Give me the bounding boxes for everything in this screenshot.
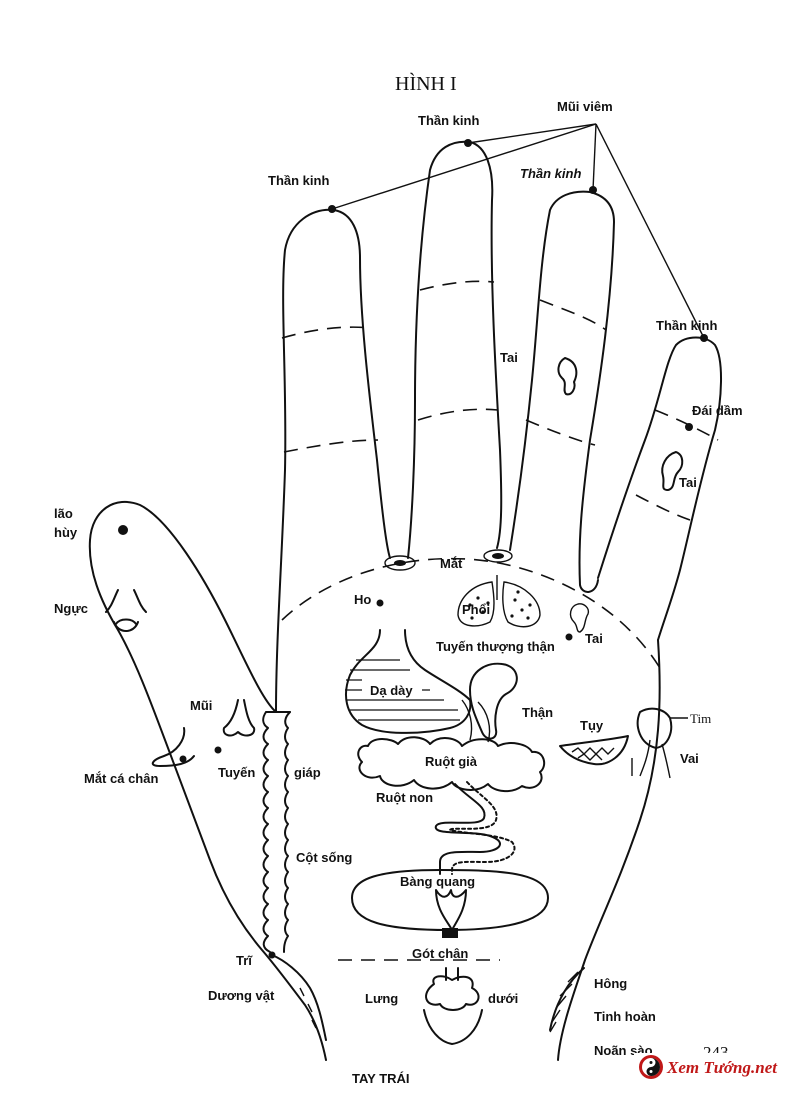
pelvis-icon [423,967,483,1045]
dot-lao-thuy [118,525,128,535]
watermark: Xem Tướng.net [634,1053,790,1081]
dot-than-kinh-index [328,205,336,213]
diagram-labels: HÌNH I Mũi viêm Thần kinh Thần kinh Thần… [54,72,743,1086]
dot-than-kinh-ring [589,186,597,194]
dot-mat-ca-chan [179,755,187,763]
watermark-text: Xem Tướng.net [666,1058,778,1077]
label-tim: Tim [690,711,711,726]
dot-dai-dam [685,423,693,431]
index-finger-outline [275,208,391,713]
label-dai-dam: Đái dầm [692,403,743,418]
figure-caption: TAY TRÁI [352,1071,410,1086]
middle-finger-outline [407,140,503,559]
chest-icon [105,589,147,632]
label-ho: Ho [354,592,371,607]
palm-right-edge [557,639,661,1061]
label-mat-ca-chan: Mắt cá chân [84,771,158,786]
palm-crease-line [281,557,661,669]
lungs-icon [457,575,541,628]
dot-ho [376,599,384,607]
label-tinh-hoan: Tinh hoàn [594,1009,656,1024]
nose-icon [222,699,256,737]
label-tuyen-thuong-than: Tuyến thượng thận [436,639,555,654]
label-than-kinh-middle: Thần kinh [418,113,479,128]
finger-creases [281,280,719,961]
label-tri: Trĩ [236,953,253,968]
label-duong-vat: Dương vật [208,988,275,1003]
label-got-chan: Gót chân [412,946,468,961]
dot-tuyen-giap [214,746,222,754]
dot-than-kinh-pinky [700,334,708,342]
label-vai: Vai [680,751,699,766]
label-than-kinh-index: Thần kinh [268,173,329,188]
label-giap: giáp [294,765,321,780]
label-tuyen: Tuyến [218,765,255,780]
label-bang-quang: Bàng quang [400,874,475,889]
label-nguc: Ngực [54,601,88,616]
bladder-icon [351,869,549,938]
label-lung: Lưng [365,991,398,1006]
hip-region [549,967,585,1033]
ear-icon-pinky [661,451,684,491]
label-than-kinh-ring: Thần kinh [520,166,581,181]
dot-tai-palm [565,633,573,641]
pinky-finger-outline [597,336,722,641]
label-hong: Hông [594,976,627,991]
label-tuy: Tụy [580,718,604,733]
thumb-outline [88,500,327,1061]
ear-icon-ring [557,357,578,396]
label-ruot-gia: Ruột già [425,754,478,769]
mui-viem-lines [331,123,705,339]
label-thuy: hùy [54,525,78,540]
eye-icon [384,549,513,571]
label-phoi: Phổi [462,602,490,617]
kidney-icon [461,662,518,743]
label-tai-palm: Tai [585,631,603,646]
label-lao: lão [54,506,73,521]
pancreas-icon [559,735,629,766]
reflex-points [118,139,708,959]
label-than-kinh-pinky: Thần kinh [656,318,717,333]
label-mui-viem: Mũi viêm [557,99,613,114]
label-tai-pinky: Tai [679,475,697,490]
label-ruot-non: Ruột non [376,790,433,805]
small-intestine-icon [434,781,516,875]
figure-title: HÌNH I [395,72,457,95]
organ-drawings [105,357,688,1045]
label-da-day: Dạ dày [370,683,413,698]
label-mui: Mũi [190,698,212,713]
hand-outline [88,140,722,1061]
stomach-icon [345,629,472,734]
spine-icon [262,711,291,953]
genital-region-left [271,954,327,1041]
heart-icon [631,707,688,779]
dot-than-kinh-middle [464,139,472,147]
label-mat: Mắt [440,556,463,571]
ring-finger-outline [509,190,615,593]
yin-yang-icon [639,1055,663,1079]
label-cot-song: Cột sống [296,850,352,865]
ankle-icon [151,727,195,767]
ear-icon-palm [569,603,590,633]
large-intestine-icon [357,736,546,792]
label-than: Thận [522,705,553,720]
label-duoi: dưới [488,991,518,1006]
label-tai-ring: Tai [500,350,518,365]
